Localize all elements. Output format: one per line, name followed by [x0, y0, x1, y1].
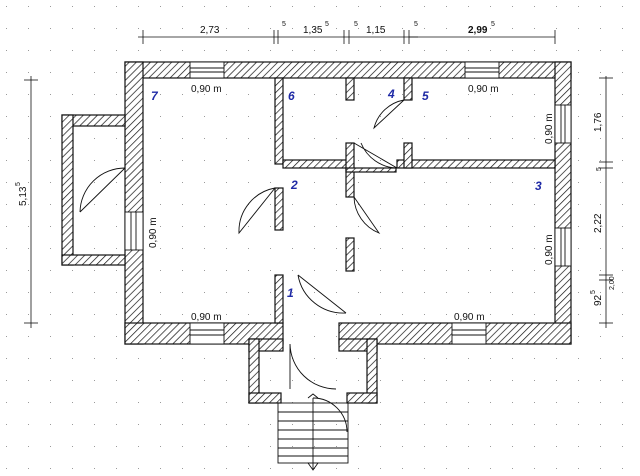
dim-top-4-sup: 5 [354, 21, 358, 28]
dim-right-1: 1,76 [593, 112, 604, 132]
room-numbers: 1 2 3 4 5 6 7 [151, 87, 542, 300]
dim-top-7: 2,99 [468, 25, 488, 36]
door-swing-room2 [238, 187, 276, 235]
dim-top-6-sup: 5 [414, 21, 418, 28]
door-swing-room1 [297, 274, 347, 314]
dim-right-3: 2,22 [593, 213, 604, 233]
dim-top-3-sup: 5 [325, 21, 329, 28]
door-swing-room3 [353, 196, 381, 234]
dim-top-2-sup: 5 [282, 21, 286, 28]
windows [124, 61, 572, 345]
dim-right-4-sup: 5 [590, 290, 597, 294]
dim-right-4: 92 [593, 294, 604, 306]
dimension-lines [24, 30, 613, 328]
window-top-right [464, 61, 500, 79]
room-number-4: 4 [387, 87, 395, 101]
window-label-left: 0,90 m [148, 217, 159, 248]
window-label-bottom-right: 0,90 m [454, 312, 485, 323]
window-bottom-left [189, 322, 225, 345]
dim-right-2-sup: 5 [596, 167, 603, 171]
room-number-5: 5 [422, 89, 429, 103]
door-swing-room4 [373, 99, 405, 130]
dim-top-5: 1,15 [366, 25, 386, 36]
window-labels: 0,90 m 0,90 m 0,90 m 0,90 m 0,90 m 0,90 … [148, 84, 555, 323]
door-swing-left [79, 167, 126, 213]
door-swing-corridor [353, 142, 398, 169]
window-bottom-right [451, 322, 487, 345]
doors [79, 99, 405, 390]
room-number-1: 1 [287, 286, 294, 300]
room-number-7: 7 [151, 89, 159, 103]
room-number-2: 2 [290, 178, 298, 192]
entrance-stairs [277, 393, 349, 471]
dim-left-sup: 5 [15, 182, 22, 186]
walls [61, 61, 572, 404]
window-label-top-right: 0,90 m [468, 84, 499, 95]
window-label-top-left: 0,90 m [191, 84, 222, 95]
window-label-right-top: 0,90 m [544, 113, 555, 144]
window-right-top [554, 104, 572, 144]
dim-top-3: 1,35 [303, 25, 323, 36]
dimension-left-label: 5,13 5 [15, 182, 29, 206]
room-number-6: 6 [288, 89, 295, 103]
window-label-bottom-left: 0,90 m [191, 312, 222, 323]
dim-top-1: 2,73 [200, 25, 220, 36]
dim-left: 5,13 [18, 186, 29, 206]
dimension-top-labels: 2,73 5 1,35 5 5 1,15 5 2,99 5 [200, 21, 495, 36]
window-left-porch [124, 211, 144, 251]
dim-top-7-sup: 5 [491, 21, 495, 28]
dim-right-5: 2,00 [609, 276, 616, 290]
room-number-3: 3 [535, 179, 542, 193]
window-label-right-bottom: 0,90 m [544, 234, 555, 265]
window-right-bottom [554, 227, 572, 267]
door-swing-entrance [289, 343, 337, 390]
dimension-right-labels: 1,76 5 2,22 92 5 2,00 [590, 112, 616, 306]
window-top-left [189, 61, 225, 79]
